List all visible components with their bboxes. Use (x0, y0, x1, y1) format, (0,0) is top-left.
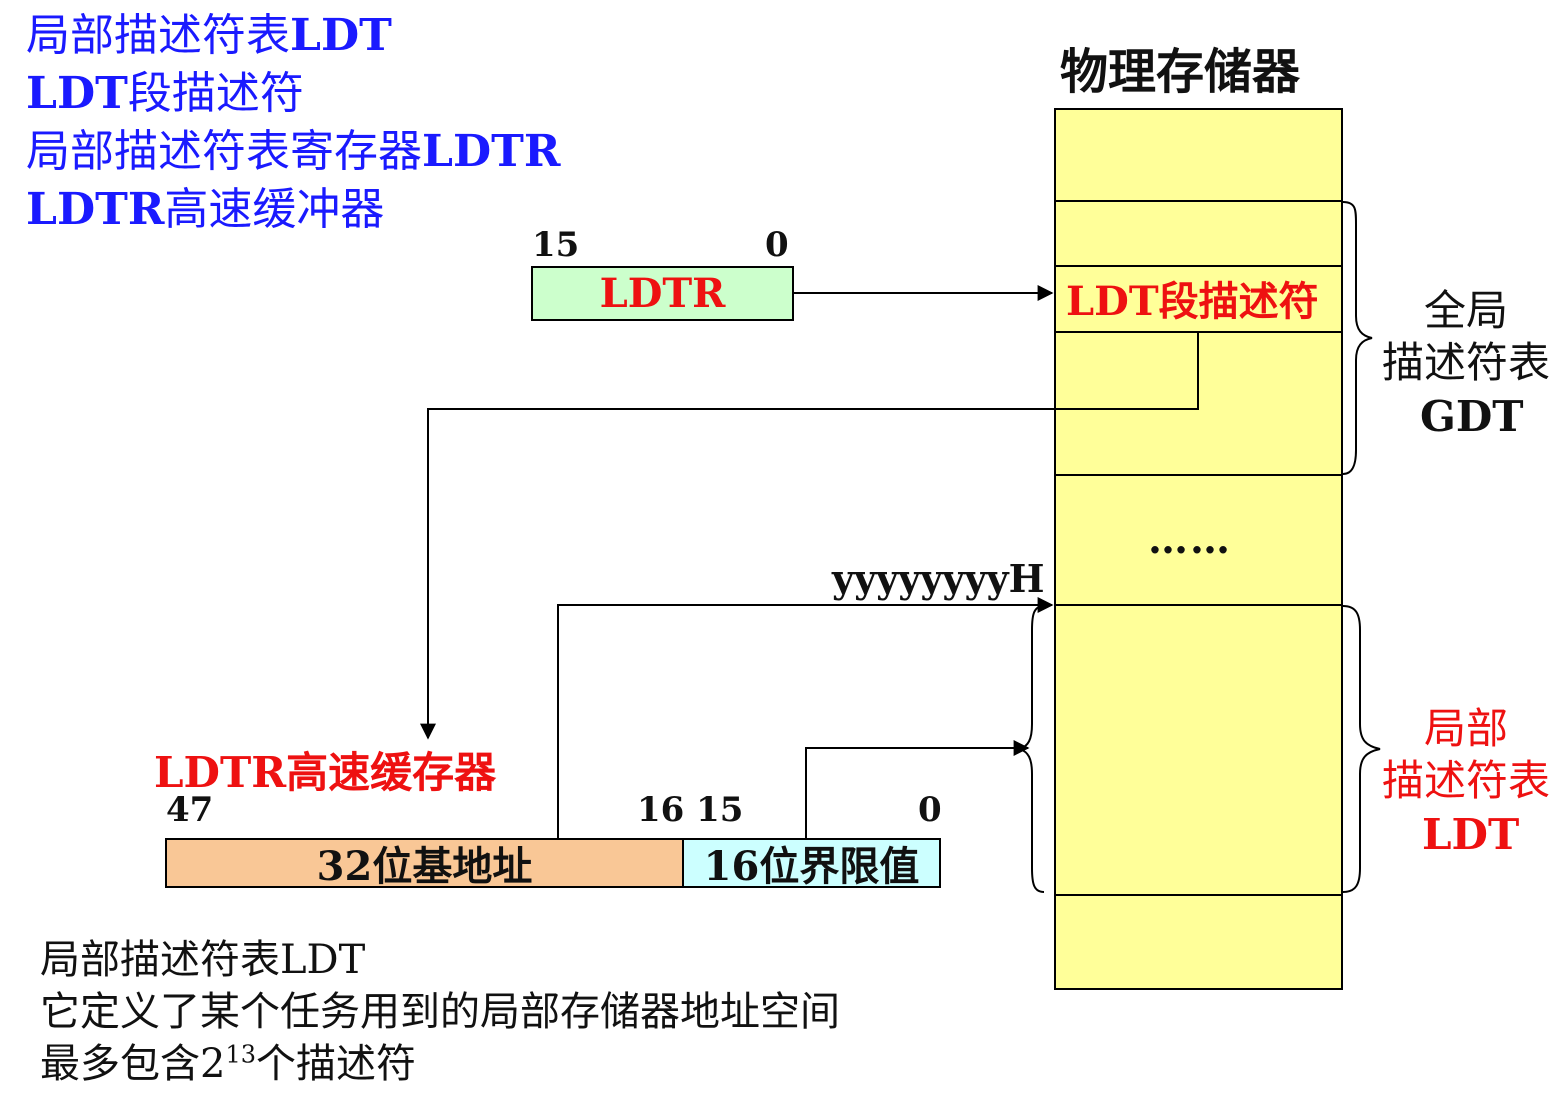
memory-ellipsis: …… (1148, 516, 1232, 563)
notes-line-2: 它定义了某个任务用到的局部存储器地址空间 (40, 989, 840, 1035)
header-line-2: LDT段描述符 (26, 72, 304, 116)
header-line-1-en: LDT (290, 10, 392, 61)
cache-title: LDTR高速缓存器 (154, 748, 497, 797)
ldtr-register-label: LDTR (599, 270, 726, 317)
ldt-label-line2: 描述符表 (1382, 756, 1551, 805)
header-line-3-en: LDTR (422, 126, 561, 177)
ldt-brace-left (1017, 605, 1045, 893)
header-line-1-zh: 局部描述符表 (26, 10, 290, 61)
notes-line-3-exponent: 13 (225, 1040, 256, 1069)
ldtr-register: LDTR (531, 266, 794, 321)
cache-limit-field: 16位界限值 (682, 838, 941, 890)
header-line-2-zh: 段描述符 (127, 68, 304, 119)
header-line-4-en: LDTR (26, 184, 165, 235)
cache-bit-47: 47 (166, 790, 214, 830)
notes-line-3-suffix: 个描述符 (256, 1041, 416, 1087)
gdt-label-line2: 描述符表 (1382, 338, 1551, 387)
notes-line-3: 最多包含213个描述符 (40, 1040, 416, 1087)
ldtr-bit-high: 15 (532, 225, 580, 265)
cache-bit-0: 0 (918, 790, 942, 830)
arrow-descriptor-to-cache (420, 333, 1199, 740)
memory-divider (1054, 604, 1343, 606)
cache-bit-16-15: 16 15 (637, 790, 744, 830)
memory-divider (1054, 200, 1343, 202)
ldt-descriptor-label: LDT段描述符 (1066, 278, 1319, 325)
header-line-4: LDTR高速缓冲器 (26, 188, 384, 232)
arrow-base-to-ldt (557, 597, 1054, 838)
memory-divider (1054, 331, 1343, 333)
ldt-label-line3: LDT (1422, 810, 1520, 859)
memory-column (1054, 108, 1343, 990)
memory-divider (1054, 265, 1343, 267)
memory-divider (1054, 894, 1343, 896)
header-line-1: 局部描述符表LDT (26, 14, 392, 58)
gdt-label-line3: GDT (1420, 392, 1524, 441)
gdt-brace (1342, 201, 1373, 475)
header-line-4-zh: 高速缓冲器 (164, 184, 385, 235)
memory-divider (1054, 474, 1343, 476)
cache-base-label: 32位基地址 (316, 843, 533, 890)
notes-line-1: 局部描述符表LDT (40, 937, 366, 983)
notes-line-3-prefix: 最多包含2 (40, 1041, 226, 1087)
cache-base-field: 32位基地址 (165, 838, 684, 890)
address-label: yyyyyyyyH (832, 556, 1045, 601)
header-line-3-zh: 局部描述符表寄存器 (26, 126, 422, 177)
ldt-label-line1: 局部 (1424, 704, 1509, 753)
ldt-brace-right (1342, 605, 1381, 893)
cache-limit-label: 16位界限值 (703, 843, 920, 890)
arrow-limit-to-ldt (805, 740, 1030, 838)
memory-title: 物理存储器 (1060, 44, 1301, 100)
header-line-2-en: LDT (26, 68, 128, 119)
header-line-3: 局部描述符表寄存器LDTR (26, 130, 560, 174)
ldtr-bit-low: 0 (765, 225, 789, 265)
gdt-label-line1: 全局 (1424, 286, 1509, 335)
